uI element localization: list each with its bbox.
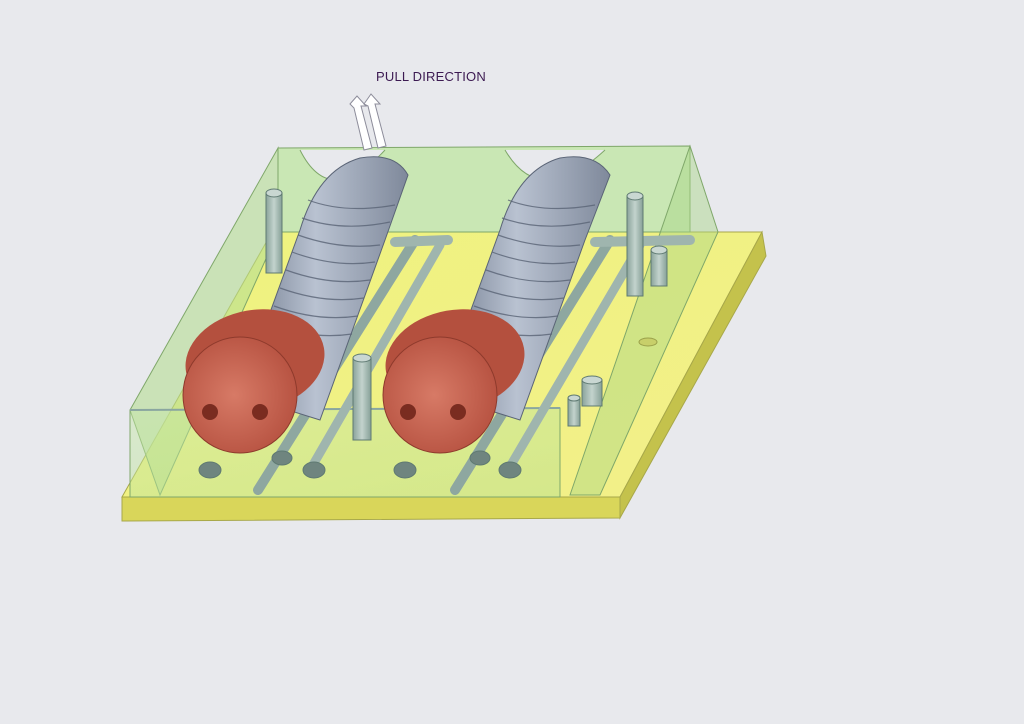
right-part <box>382 156 611 454</box>
left-part <box>182 156 409 454</box>
pull-direction-label: PULL DIRECTION <box>376 69 486 84</box>
right-end-cap <box>382 309 525 454</box>
pull-direction-arrow-icon <box>349 93 387 151</box>
left-end-cap <box>182 309 325 454</box>
